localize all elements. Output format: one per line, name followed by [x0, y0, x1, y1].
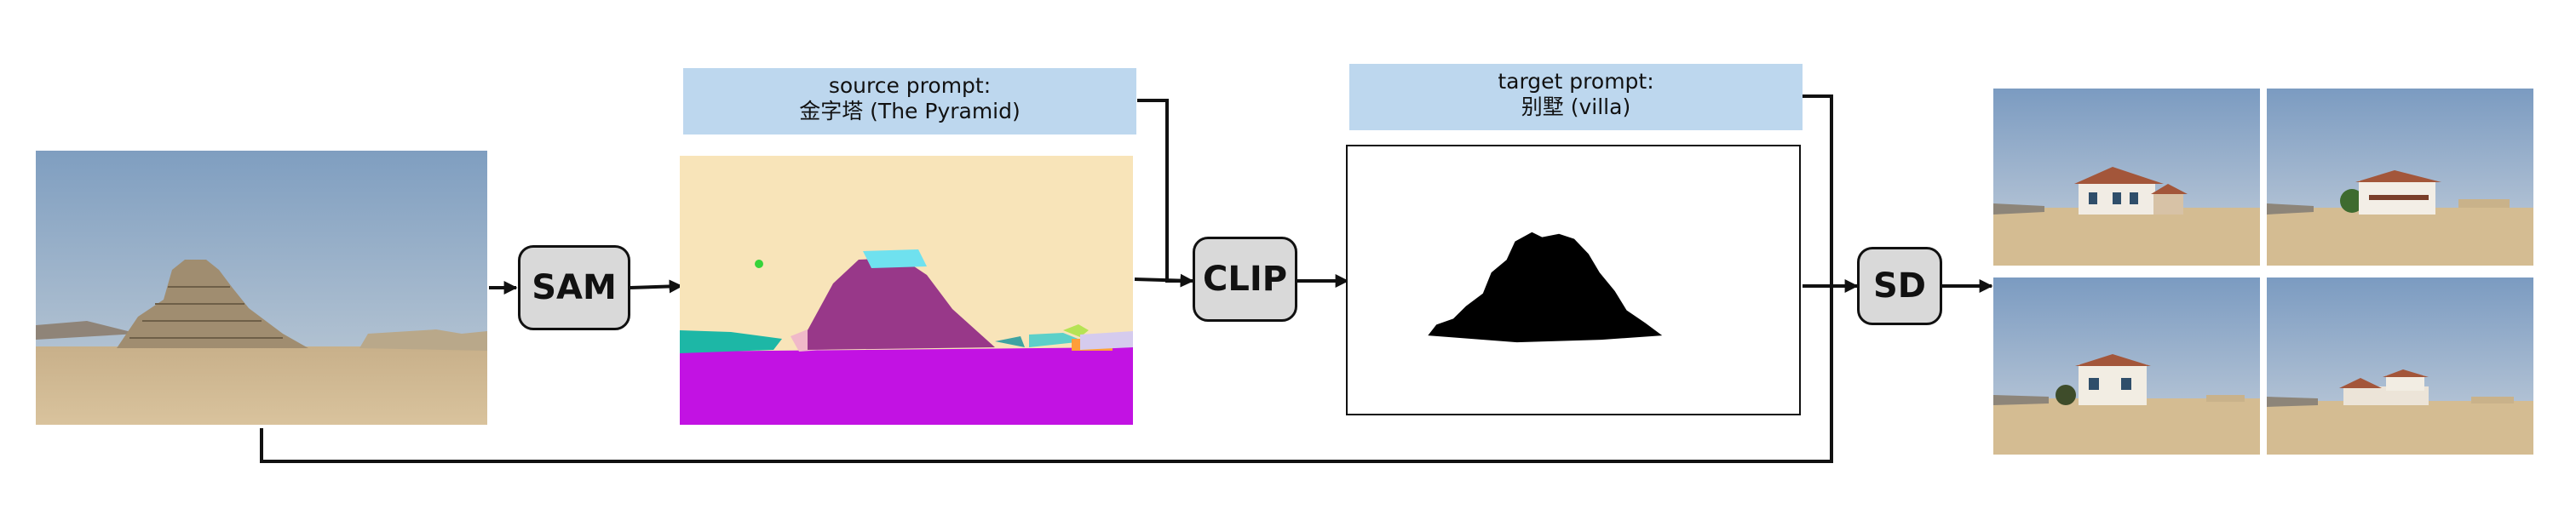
source-prompt-text: 金字塔 (The Pyramid): [799, 99, 1021, 123]
clip-module-box: CLIP: [1193, 237, 1297, 322]
target-prompt-box: target prompt: 别墅 (villa): [1349, 64, 1803, 130]
source-prompt-box: source prompt: 金字塔 (The Pyramid): [683, 68, 1136, 134]
clip-label: CLIP: [1202, 260, 1288, 299]
source-prompt-title: source prompt:: [828, 73, 992, 98]
sam-module-box: SAM: [518, 245, 630, 330]
sam-label: SAM: [532, 268, 617, 307]
output-villa-image-1: [1993, 89, 2260, 266]
sd-module-box: SD: [1857, 247, 1942, 325]
output-villa-image-4: [2267, 278, 2533, 455]
output-villa-image-2: [2267, 89, 2533, 266]
sd-label: SD: [1872, 266, 1926, 306]
segmentation-map-image: [680, 156, 1133, 425]
clip-mask-image: [1346, 145, 1801, 415]
target-prompt-title: target prompt:: [1498, 69, 1654, 94]
input-pyramid-image: [36, 151, 487, 425]
target-prompt-text: 别墅 (villa): [1521, 94, 1631, 119]
output-villa-image-3: [1993, 278, 2260, 455]
